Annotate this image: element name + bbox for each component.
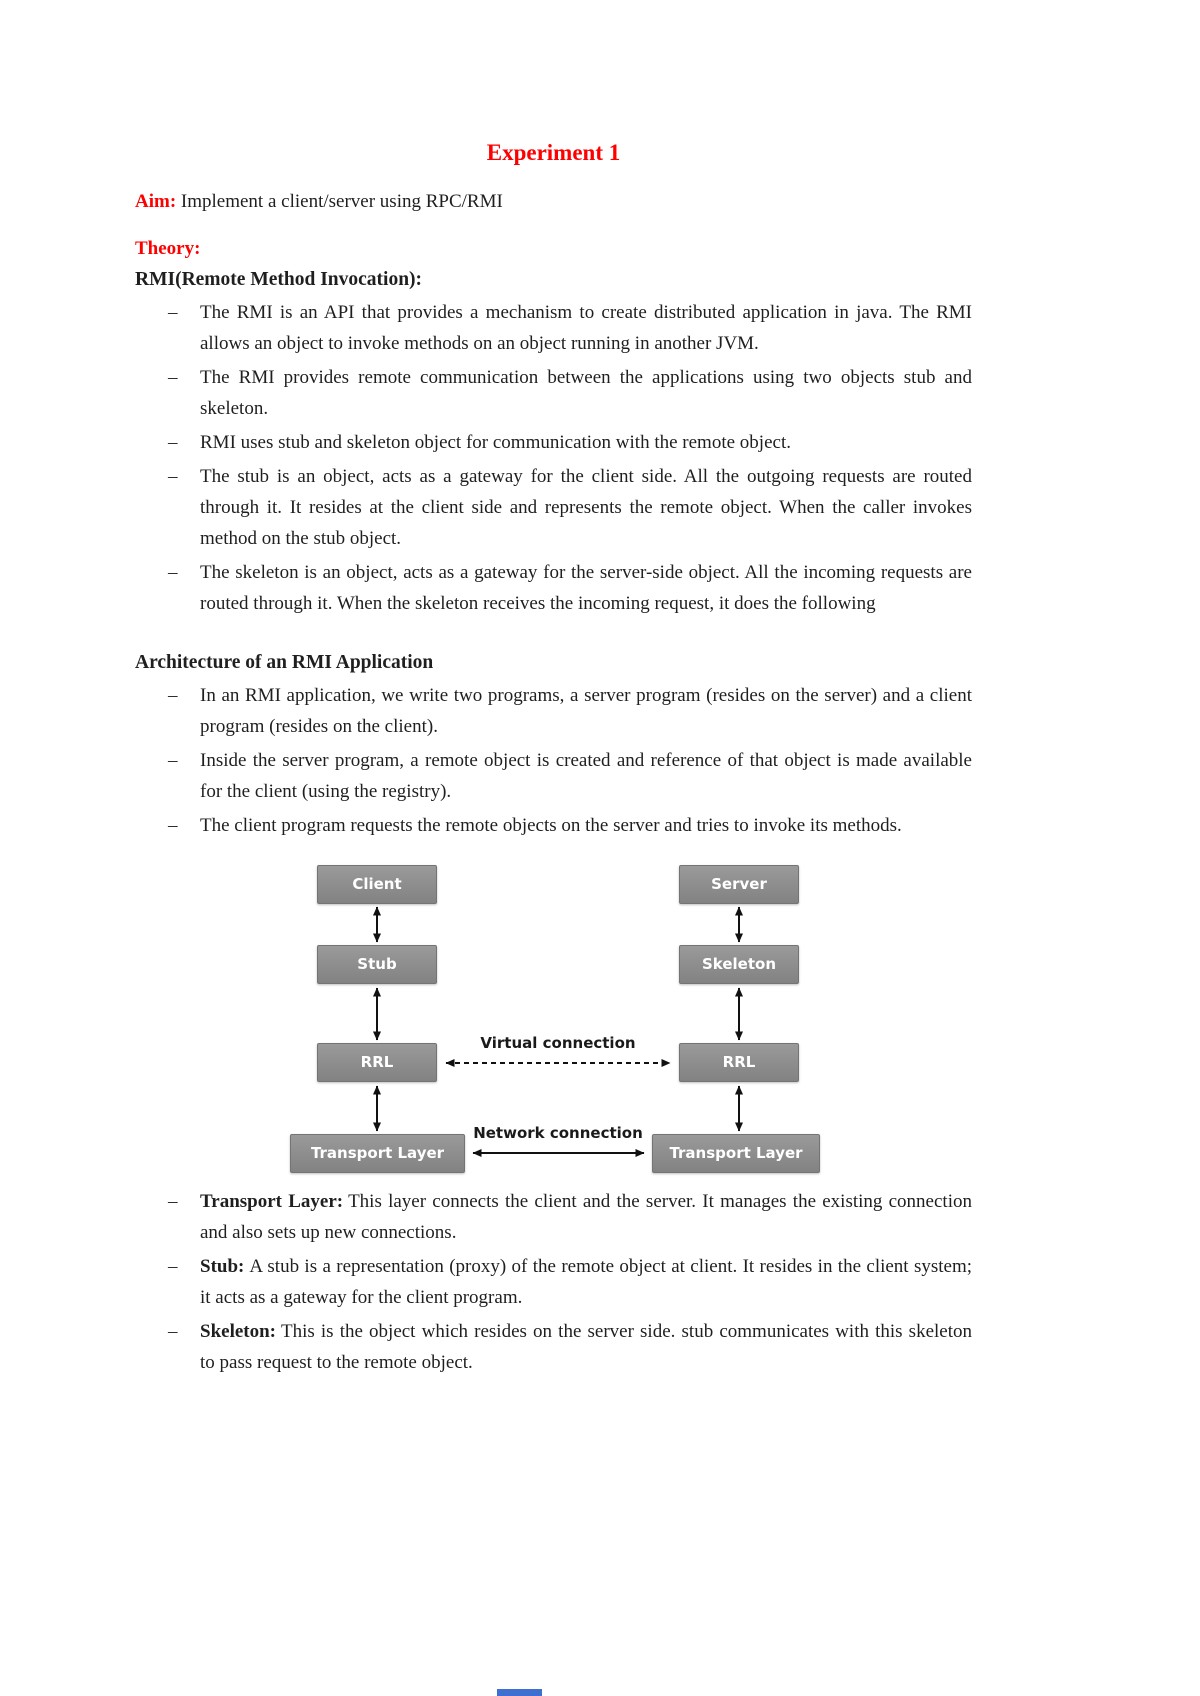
- bullet-item: Skeleton:This is the object which reside…: [168, 1316, 972, 1378]
- term-bullet-list: Transport Layer:This layer connects the …: [168, 1186, 972, 1378]
- diagram-box-client: Client: [317, 865, 437, 904]
- network-connection-label: Network connection: [473, 1124, 643, 1142]
- aim-label: Aim:: [135, 191, 177, 212]
- bullet-item: The RMI is an API that provides a mechan…: [168, 297, 972, 359]
- term-label: Transport Layer:: [200, 1191, 344, 1212]
- bullet-item: The RMI provides remote communication be…: [168, 362, 972, 424]
- architecture-heading: Architecture of an RMI Application: [135, 652, 434, 673]
- bullet-item: Stub:A stub is a representation (proxy) …: [168, 1251, 972, 1313]
- bullet-item: In an RMI application, we write two prog…: [168, 680, 972, 742]
- rmi-bullet-list: The RMI is an API that provides a mechan…: [168, 297, 972, 619]
- term-label: Stub:: [200, 1256, 245, 1277]
- virtual-connection-label: Virtual connection: [480, 1034, 636, 1052]
- rmi-heading: RMI(Remote Method Invocation):: [135, 269, 423, 290]
- diagram-box-rrl-left: RRL: [317, 1043, 437, 1082]
- term-label: Skeleton:: [200, 1321, 276, 1342]
- bullet-item: The skeleton is an object, acts as a gat…: [168, 557, 972, 619]
- term-text: This layer connects the client and the s…: [200, 1191, 972, 1243]
- page-title: Experiment 1: [486, 140, 621, 165]
- term-text: A stub is a representation (proxy) of th…: [200, 1256, 972, 1308]
- diagram-box-transport-right: Transport Layer: [652, 1134, 820, 1173]
- bullet-item: Inside the server program, a remote obje…: [168, 745, 972, 807]
- bullet-item: The client program requests the remote o…: [168, 810, 972, 841]
- term-text: This is the object which resides on the …: [200, 1321, 972, 1373]
- aim-line: Aim: Implement a client/server using RPC…: [135, 186, 972, 217]
- diagram-box-stub: Stub: [317, 945, 437, 984]
- architecture-bullet-list: In an RMI application, we write two prog…: [168, 680, 972, 841]
- diagram-box-server: Server: [679, 865, 799, 904]
- diagram-box-rrl-right: RRL: [679, 1043, 799, 1082]
- diagram-box-skeleton: Skeleton: [679, 945, 799, 984]
- diagram-arrows: [373, 906, 743, 1157]
- bullet-item: The stub is an object, acts as a gateway…: [168, 461, 972, 554]
- bullet-item: RMI uses stub and skeleton object for co…: [168, 427, 972, 458]
- bullet-item: Transport Layer:This layer connects the …: [168, 1186, 972, 1248]
- aim-text: Implement a client/server using RPC/RMI: [180, 191, 503, 212]
- document-page: Experiment 1 Aim: Implement a client/ser…: [0, 0, 1200, 1378]
- diagram-box-transport-left: Transport Layer: [290, 1134, 465, 1173]
- footer-accent-bar: [497, 1689, 542, 1696]
- rmi-architecture-diagram: Client Server Stub Skeleton RRL RRL Tran…: [290, 861, 825, 1176]
- theory-label: Theory:: [135, 238, 201, 259]
